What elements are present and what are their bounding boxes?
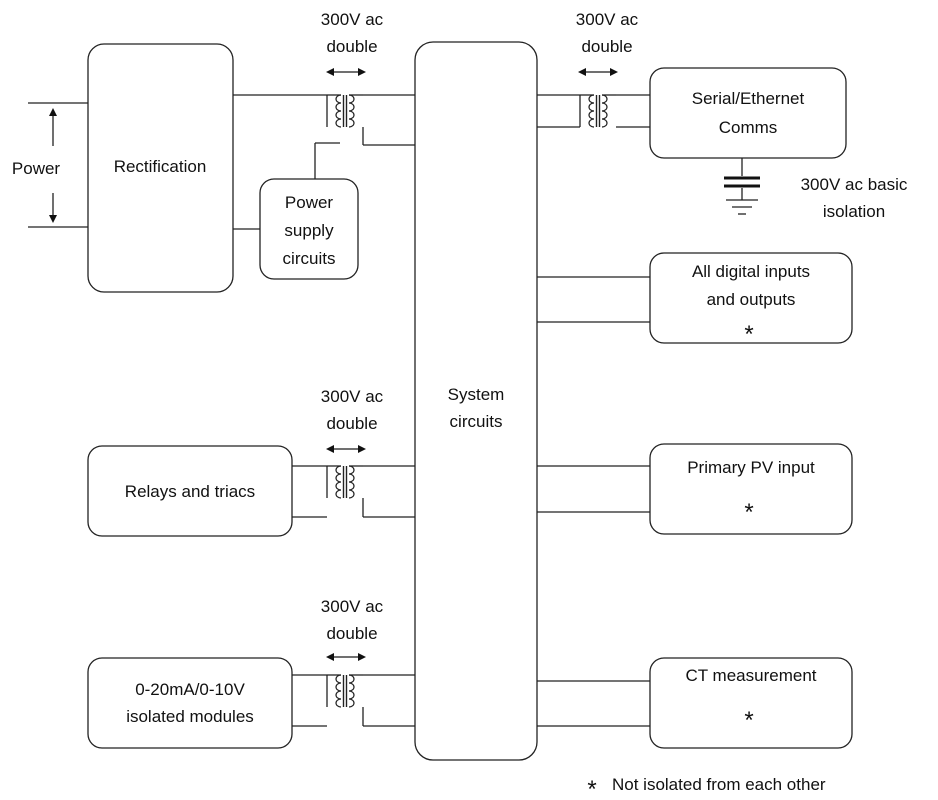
power-label: Power	[12, 159, 61, 178]
digital-io-marker: *	[744, 321, 753, 348]
system-circuits-label-2: circuits	[450, 412, 503, 431]
transformer-relays	[292, 465, 415, 518]
power-input: Power	[12, 102, 88, 228]
rectification-label: Rectification	[114, 157, 207, 176]
transformer-power	[233, 94, 415, 230]
rectification-block	[87, 43, 234, 293]
ct-measurement-label: CT measurement	[685, 666, 816, 685]
relays-triacs-label: Relays and triacs	[125, 482, 255, 501]
power-supply-label-1: Power	[285, 193, 334, 212]
isolation-label-4a: 300V ac	[321, 597, 384, 616]
digital-io-label-2: and outputs	[707, 290, 796, 309]
isolation-label-1a: 300V ac	[321, 10, 384, 29]
transformer-analog	[292, 674, 415, 727]
digital-io-label-1: All digital inputs	[692, 262, 810, 281]
serial-ethernet-label-2: Comms	[719, 118, 778, 137]
isolation-label-3b: double	[326, 414, 377, 433]
power-supply-label-2: supply	[284, 221, 334, 240]
primary-pv-label: Primary PV input	[687, 458, 815, 477]
analog-modules-label-2: isolated modules	[126, 707, 254, 726]
analog-modules-block	[87, 657, 293, 749]
transformer-comms	[537, 94, 650, 128]
isolation-label-3a: 300V ac	[321, 387, 384, 406]
isolation-label-2b: double	[581, 37, 632, 56]
ground-icon	[724, 158, 760, 215]
digital-io-block	[649, 252, 853, 344]
analog-modules-label-1: 0-20mA/0-10V	[135, 680, 245, 699]
serial-ethernet-label-1: Serial/Ethernet	[692, 89, 805, 108]
basic-isolation-label-1: 300V ac basic	[801, 175, 908, 194]
basic-isolation-label-2: isolation	[823, 202, 885, 221]
primary-pv-block	[649, 443, 853, 535]
system-circuits-block	[414, 41, 538, 761]
primary-pv-marker: *	[744, 499, 753, 526]
ct-measurement-marker: *	[744, 707, 753, 734]
relays-triacs-block	[87, 445, 293, 537]
footnote-text: Not isolated from each other	[612, 775, 826, 794]
power-supply-label-3: circuits	[283, 249, 336, 268]
isolation-label-4b: double	[326, 624, 377, 643]
footnote-marker: *	[587, 776, 596, 800]
isolation-label-1b: double	[326, 37, 377, 56]
serial-ethernet-block	[649, 67, 847, 159]
ct-measurement-block	[649, 657, 853, 749]
isolation-label-2a: 300V ac	[576, 10, 639, 29]
system-circuits-label-1: System	[448, 385, 505, 404]
